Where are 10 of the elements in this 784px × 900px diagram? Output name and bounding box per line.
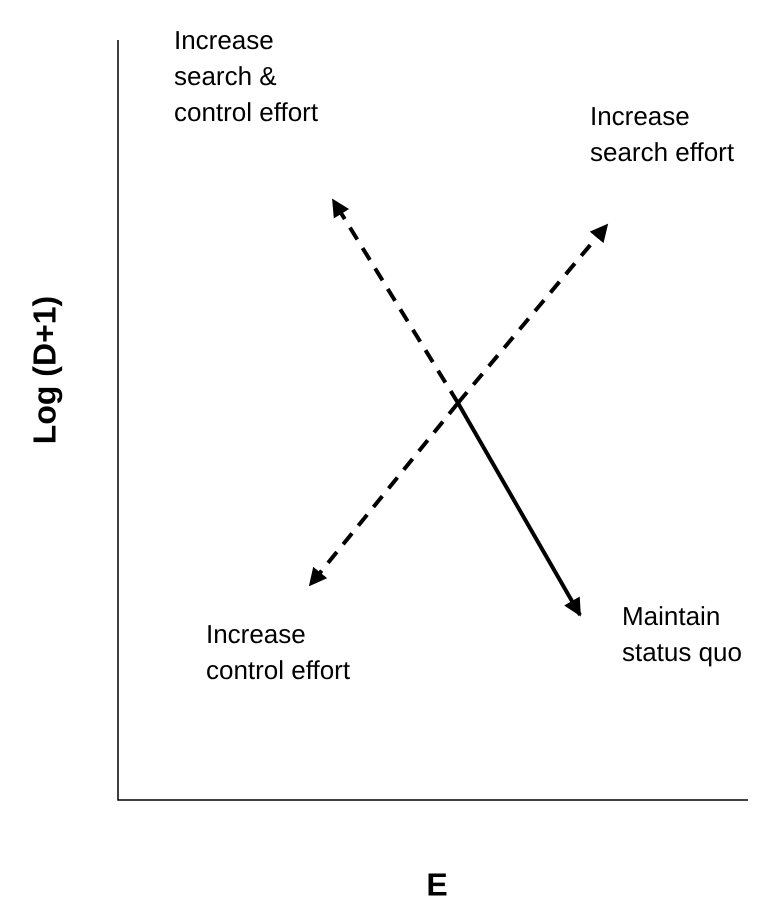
annotation-text: Increase search effort [590, 100, 736, 169]
x-axis-title: E [426, 866, 448, 900]
arrow [331, 198, 460, 404]
y-axis-title: Log (D+1) [26, 296, 64, 444]
arrow [308, 402, 460, 586]
annotation-text: Increase search & control effort [174, 24, 320, 129]
arrow [456, 402, 582, 617]
annotation-text: Increase control effort [206, 618, 352, 687]
annotation-text: Maintain status quo [622, 600, 743, 669]
arrow [456, 224, 609, 404]
